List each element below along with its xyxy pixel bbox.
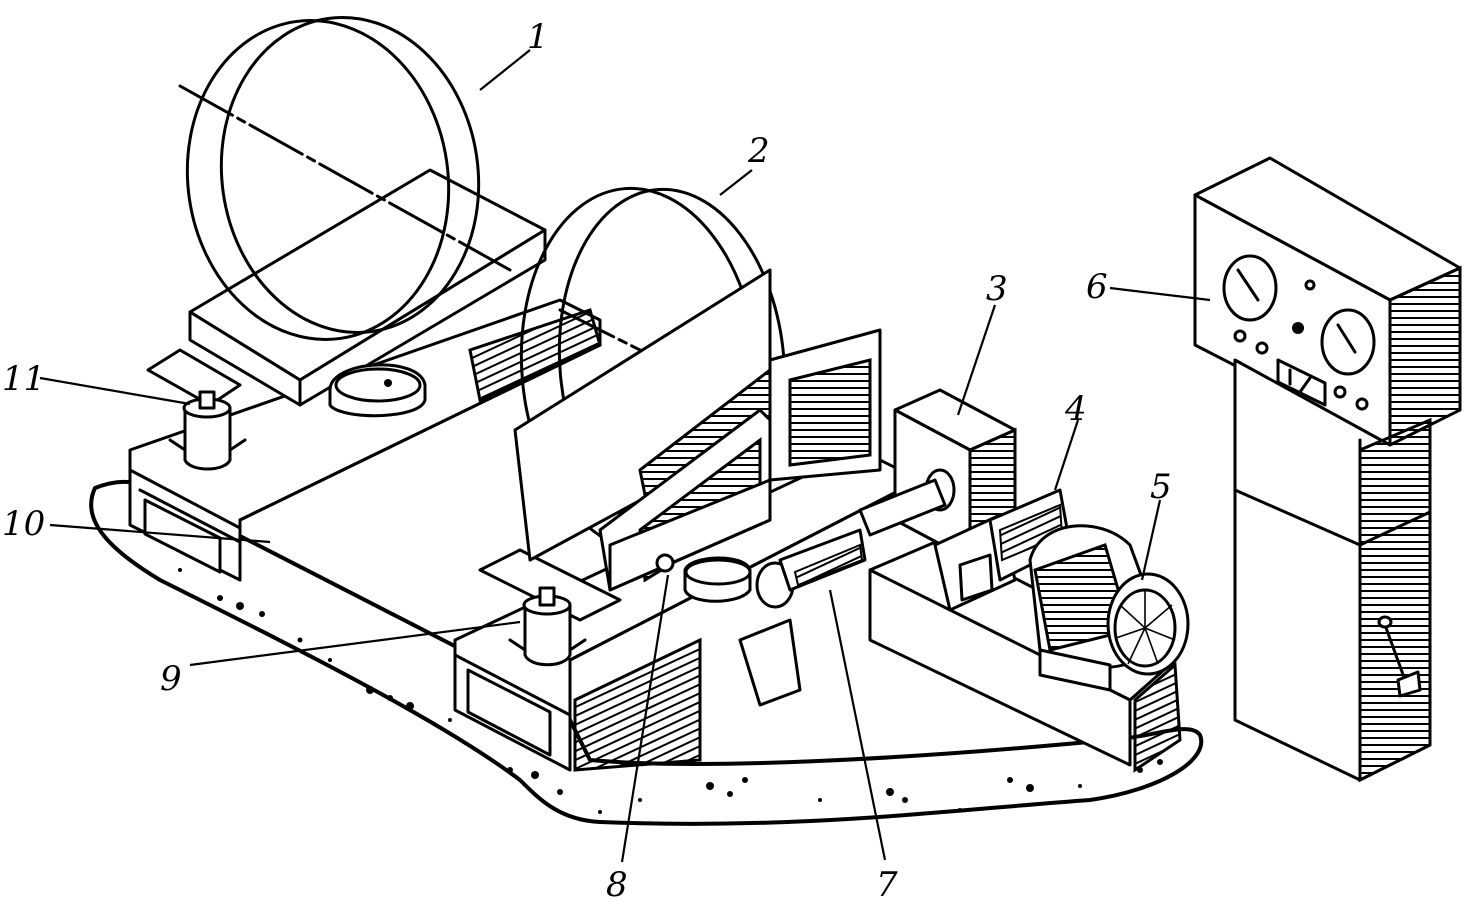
callout-1: 1 <box>527 17 549 57</box>
callout-4: 4 <box>1064 389 1087 429</box>
leader-6 <box>1109 286 1211 302</box>
drum-1 <box>178 16 512 341</box>
gearbox-3 <box>858 388 1017 563</box>
control-console-6 <box>1193 156 1462 783</box>
callout-10: 10 <box>2 504 45 544</box>
callout-7: 7 <box>876 865 898 904</box>
callout-5: 5 <box>1150 467 1172 507</box>
coupling-4 <box>933 488 1072 612</box>
leader-3 <box>956 304 997 416</box>
callout-2: 2 <box>747 131 770 171</box>
drum-2-support <box>513 268 882 603</box>
leader-lines <box>39 49 1211 863</box>
centre-frame <box>453 448 902 772</box>
callout-11: 11 <box>2 359 45 399</box>
concrete-texture <box>178 568 1163 814</box>
callout-6: 6 <box>1086 267 1108 307</box>
leader-8 <box>620 574 670 863</box>
callout-8: 8 <box>606 865 628 904</box>
load-cell-9 <box>508 586 587 667</box>
leader-9 <box>189 620 521 667</box>
leader-5 <box>1140 499 1162 581</box>
load-cell-11 <box>168 390 247 471</box>
callout-labels: 1 2 3 4 5 6 7 8 9 10 11 <box>2 17 1172 904</box>
motor-fan-cover <box>1115 590 1176 665</box>
left-frame <box>128 298 602 582</box>
leader-2 <box>719 169 753 196</box>
leader-10 <box>49 523 271 544</box>
foundation-slab <box>89 479 1204 826</box>
motor-5 <box>1028 524 1190 692</box>
leader-7 <box>828 589 887 861</box>
bearing-pedestal <box>738 528 867 707</box>
callout-9: 9 <box>160 659 182 699</box>
callout-3: 3 <box>986 269 1008 309</box>
leader-4 <box>1053 419 1080 491</box>
leader-1 <box>479 49 531 91</box>
leader-11 <box>39 376 191 406</box>
